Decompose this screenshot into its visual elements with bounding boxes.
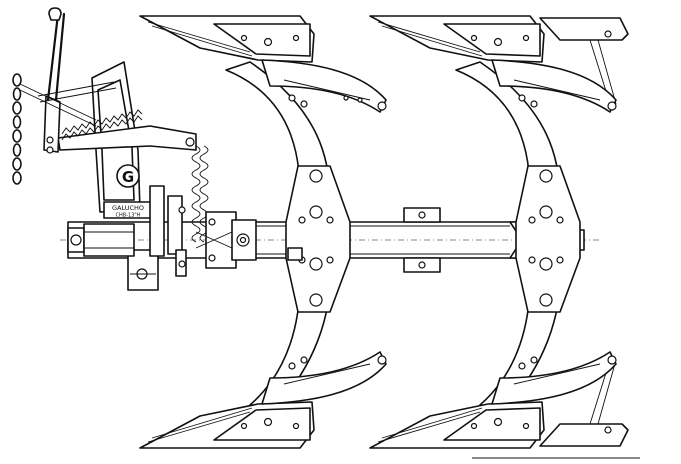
brand-plate-line2: CHB-13"H xyxy=(116,213,141,219)
brand-plate-line1: GALUCHO xyxy=(112,204,144,212)
headstock-letter: G xyxy=(122,168,134,186)
lift-chain xyxy=(12,73,22,185)
top-spring xyxy=(61,109,143,141)
headstock-g-disc xyxy=(116,164,140,188)
beam-coupling xyxy=(195,211,257,269)
coil-spring xyxy=(191,145,209,243)
plough-bottom-2 xyxy=(369,15,629,449)
headstock: G GALUCHO CHB-13"H xyxy=(19,7,197,291)
plough-bottom-1 xyxy=(139,15,387,449)
